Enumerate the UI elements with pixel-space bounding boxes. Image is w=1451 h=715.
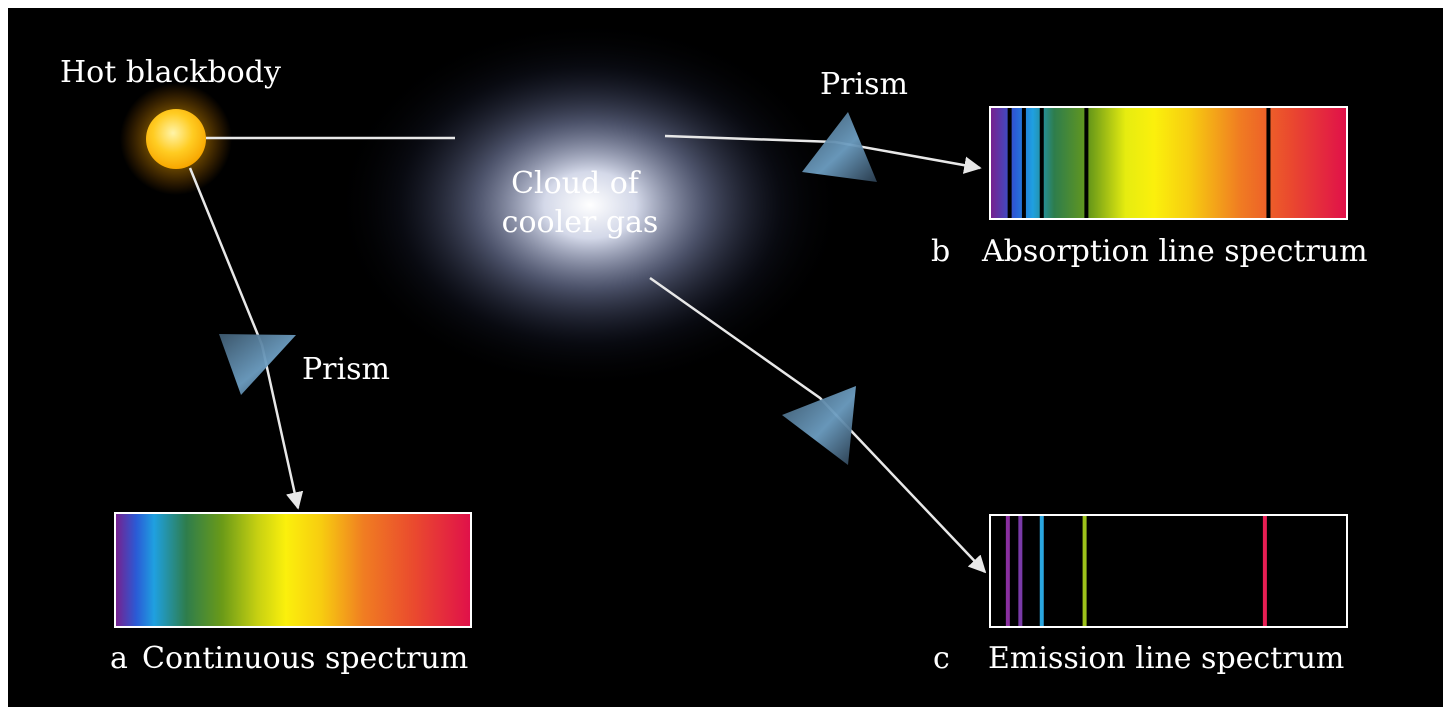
label-cloud-line1: Cloud of — [511, 166, 641, 201]
label-prism-top: Prism — [820, 67, 908, 102]
spectrum-absorption-group — [989, 106, 1348, 220]
spectrum-continuous — [114, 512, 472, 628]
gas-cloud — [335, 20, 845, 390]
prism-bottom — [782, 386, 856, 465]
spectrum-emission — [989, 514, 1348, 628]
label-spectrum-c: Emission line spectrum — [988, 641, 1344, 676]
label-spectrum-c-letter: c — [933, 641, 950, 676]
ray-cloud-to-emission — [649, 276, 987, 574]
blackbody-icon — [146, 109, 206, 169]
label-hot-blackbody: Hot blackbody — [60, 55, 281, 90]
label-spectrum-a-letter: a — [110, 641, 128, 676]
label-spectrum-b: Absorption line spectrum — [981, 234, 1368, 269]
spectrum-frame — [989, 514, 1348, 628]
spectrum-frame — [989, 106, 1348, 220]
label-spectrum-a: Continuous spectrum — [142, 641, 468, 676]
spectrum-emission-group — [989, 514, 1348, 628]
label-prism-left: Prism — [302, 352, 390, 387]
prism-top — [802, 112, 877, 182]
label-spectrum-b-letter: b — [931, 234, 950, 269]
prism-left — [219, 334, 296, 395]
label-cloud-line2: cooler gas — [502, 205, 659, 240]
